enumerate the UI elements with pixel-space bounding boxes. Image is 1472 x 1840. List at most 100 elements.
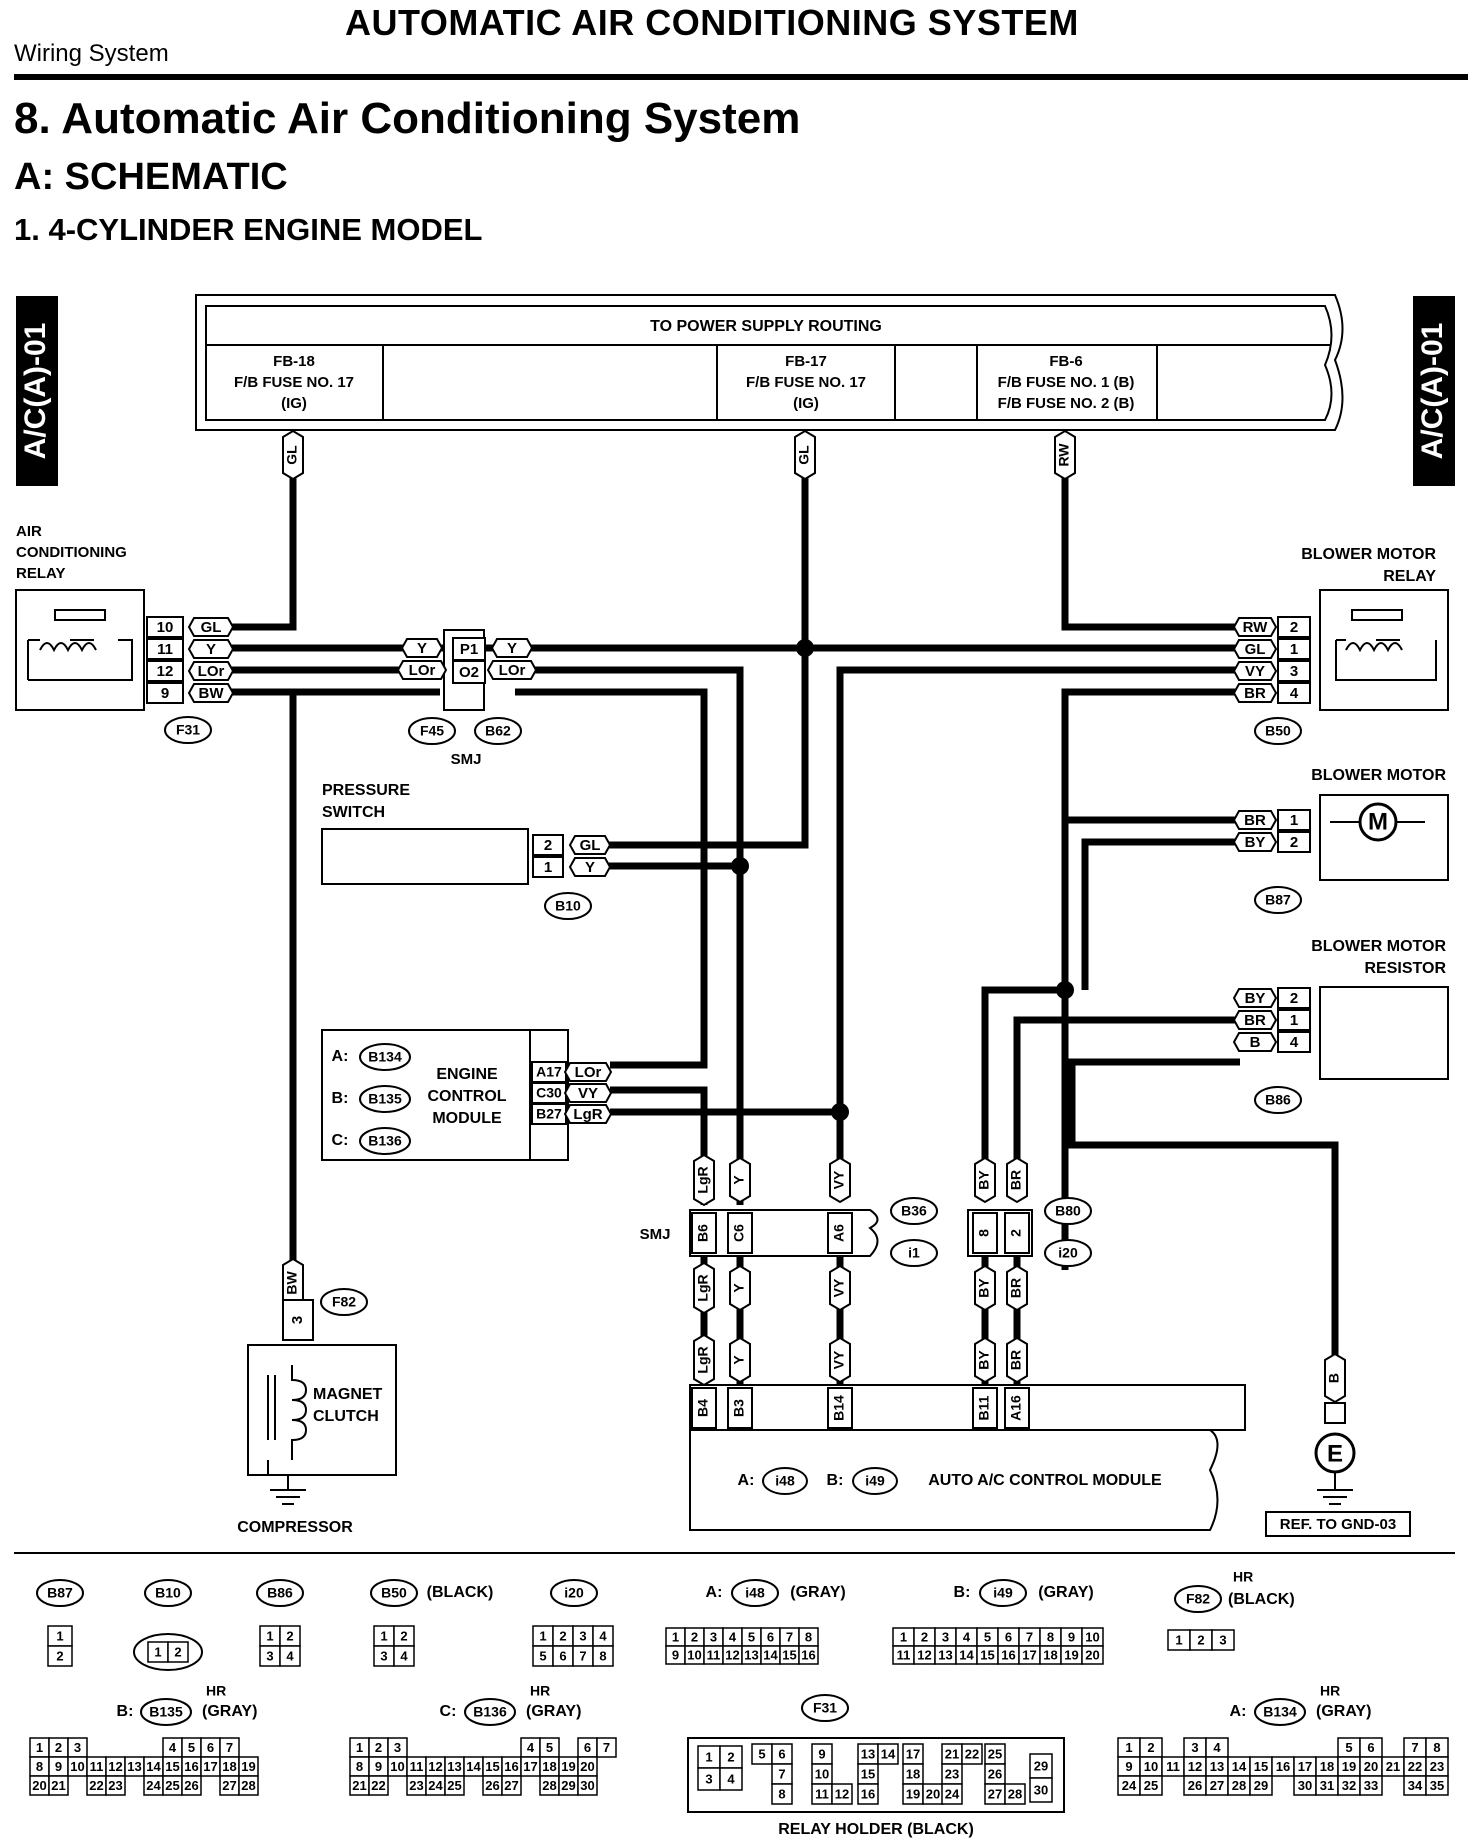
smj-top-label: SMJ (451, 751, 482, 768)
wire-by-motor (1081, 838, 1240, 990)
legend-b135-grid-pin-number: 22 (89, 1778, 103, 1793)
connector-f45-oval (408, 717, 456, 745)
wire-tag (1232, 988, 1278, 1008)
legend-b136-grid-pin-number: 5 (546, 1740, 553, 1755)
legend-i49-grid-pin-number: 17 (1022, 1647, 1036, 1662)
legend-b134-grid-pin-number: 12 (1188, 1759, 1202, 1774)
legend-b135-grid-pin-number: 2 (55, 1740, 62, 1755)
legend-b134-grid-pin-number: 8 (1433, 1740, 1440, 1755)
legend-i49-grid-pin-number: 13 (938, 1647, 952, 1662)
legend-i20-grid-pin-number: 6 (559, 1648, 566, 1663)
model-heading: 1. 4-CYLINDER ENGINE MODEL (14, 212, 483, 247)
legend-i48-grid-pin-number: 14 (763, 1647, 778, 1662)
ecm-connector: B136 (368, 1133, 402, 1149)
legend-b134-grid-pin-number: 33 (1364, 1778, 1378, 1793)
smj-lower-pin (691, 1212, 717, 1254)
ac-relay-pin (146, 660, 184, 682)
connector-f31: F31 (176, 722, 200, 738)
blower-relay-pin-number: 3 (1290, 663, 1298, 680)
wire-tag (187, 639, 235, 659)
section-heading: 8. Automatic Air Conditioning System (14, 94, 801, 143)
wire-color-label: GL (201, 619, 222, 636)
power-supply-inner (205, 305, 1333, 421)
magnet-clutch-label: CLUTCH (313, 1408, 379, 1425)
legend-b134-grid-pin-number: 31 (1320, 1778, 1334, 1793)
legend-b135-grid-pin-number: 21 (51, 1778, 65, 1793)
legend-b134-prefix: A: (1230, 1703, 1247, 1720)
pressure-pin (532, 856, 564, 878)
legend-i49-grid-pin-number: 11 (897, 1647, 911, 1662)
legend-b134-grid-pin-number: 2 (1147, 1740, 1154, 1755)
legend-f31-b-pin-number: 13 (861, 1746, 875, 1761)
connector-i20: i20 (1058, 1245, 1078, 1261)
legend-b135-grid-pin-number: 11 (90, 1759, 104, 1774)
wire-color-label: BW (199, 685, 225, 702)
connector-i1: i1 (908, 1245, 920, 1261)
smj-lower-pin-label: B6 (695, 1224, 711, 1242)
legend-b86-grid-pin-number: 2 (286, 1628, 293, 1643)
ac-relay-pin-number: 9 (161, 685, 169, 702)
wire-tag (187, 617, 235, 637)
wire-color-label: RW (1056, 443, 1072, 467)
wire-color-label: B (1250, 1034, 1261, 1051)
legend-b50-note: (BLACK) (427, 1584, 494, 1601)
legend-f31-e-pin-number: 25 (988, 1746, 1002, 1761)
junction-dot (1056, 981, 1074, 999)
auto-ac-pin (1004, 1387, 1030, 1429)
legend-b134-grid-pin-number: 28 (1232, 1778, 1246, 1793)
blower-relay-label: BLOWER MOTOR (1301, 546, 1436, 563)
legend-i49-grid-pin-number: 6 (1005, 1629, 1012, 1644)
legend-b135-grid-pin-number: 16 (184, 1759, 198, 1774)
connector-f82-oval (320, 1288, 368, 1316)
left-side-tab-label: A/C(A)-01 (19, 323, 52, 460)
legend-f31-b-pin-number: 15 (861, 1766, 875, 1781)
ecm-label: ENGINE (436, 1066, 498, 1083)
legend-f82-hr: HR (1233, 1569, 1253, 1585)
legend-i20-grid-cell (592, 1645, 614, 1667)
legend-i49-grid-pin-number: 4 (963, 1629, 971, 1644)
connector-b36: B36 (901, 1203, 927, 1219)
legend-relay-holder-label: RELAY HOLDER (BLACK) (778, 1821, 974, 1838)
auto-ac-connector: i48 (775, 1473, 795, 1489)
legend-i49-grid-pin-number: 8 (1047, 1629, 1054, 1644)
legend-b134-grid-pin-number: 9 (1125, 1759, 1132, 1774)
connector-f45: F45 (420, 723, 444, 739)
ecm-pin-number: A17 (536, 1064, 562, 1080)
legend-b136-grid-pin-number: 6 (584, 1740, 591, 1755)
wire-color-label: VY (1245, 663, 1265, 680)
page-header-title: AUTOMATIC AIR CONDITIONING SYSTEM (345, 2, 1079, 43)
smj-pin-label: P1 (460, 641, 478, 658)
ecm-connector: B135 (368, 1091, 402, 1107)
ecm-connector-oval (359, 1085, 411, 1113)
wire-tag (1006, 1264, 1028, 1312)
wire-tag (1006, 1156, 1028, 1204)
legend-i49-grid-pin-number: 15 (980, 1647, 994, 1662)
legend-f31-a-pin-number: 9 (818, 1746, 825, 1761)
wire-gl-left (225, 440, 297, 631)
auto-ac-pin (727, 1387, 753, 1429)
wire-color-label: Y (507, 640, 517, 657)
legend-b134-note: (GRAY) (1316, 1703, 1371, 1720)
blower-relay-pin (1277, 682, 1311, 704)
magnet-pin-number: 3 (289, 1316, 306, 1324)
wire-color-label: VY (831, 1170, 847, 1189)
legend-b134-grid-pin-number: 27 (1210, 1778, 1224, 1793)
legend-i49-grid-pin-number: 3 (942, 1629, 949, 1644)
legend-b135-prefix: B: (117, 1703, 134, 1720)
legend-b135-grid-pin-number: 19 (241, 1759, 255, 1774)
legend-f31-d-pin-number: 24 (945, 1786, 960, 1801)
legend-i49: i49 (993, 1585, 1013, 1601)
wire-color-label: Y (731, 1175, 747, 1185)
legend-f31-b-pin-number: 16 (861, 1786, 875, 1801)
resistor-pin (1277, 1031, 1311, 1053)
auto-ac-pin-label: B4 (695, 1399, 711, 1417)
wire-color-label: RW (1243, 619, 1269, 636)
pressure-pin-number: 2 (544, 837, 552, 854)
fuse-fb18-line: (IG) (281, 395, 307, 412)
connector-f31-oval (164, 716, 212, 744)
wire-tag (1232, 810, 1278, 830)
legend-b135-grid-cell (238, 1775, 259, 1796)
legend-i20-grid-pin-number: 4 (599, 1628, 607, 1643)
legend-i20: i20 (564, 1585, 584, 1601)
legend-i48: i48 (745, 1585, 765, 1601)
